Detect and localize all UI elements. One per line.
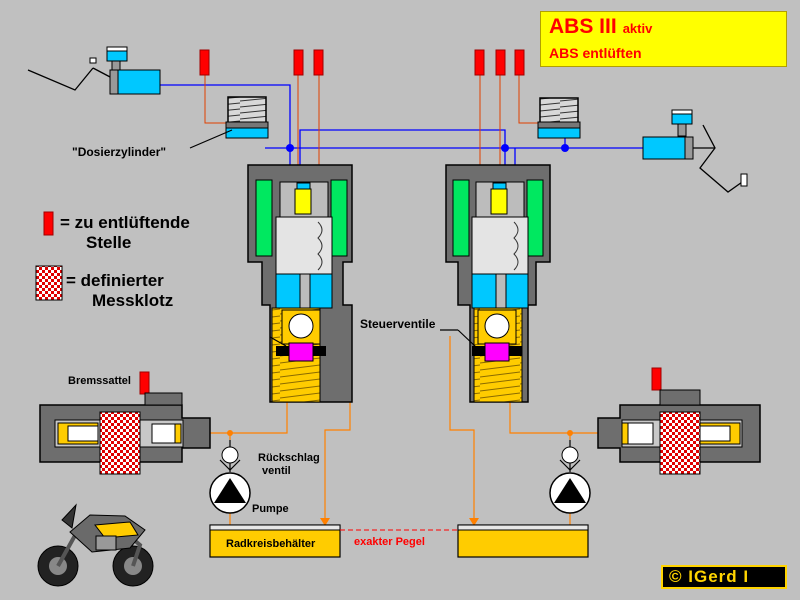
- check-valve-icon: [561, 446, 579, 464]
- title-subtitle: ABS entlüften: [549, 45, 642, 61]
- bleed-point-marker: [293, 49, 304, 76]
- legend-bleed-point-text-1: = zu entlüftende: [60, 213, 190, 232]
- label-pumpe: Pumpe: [252, 503, 289, 515]
- bleed-point-marker: [139, 371, 150, 395]
- bleed-point-marker: [199, 49, 210, 76]
- label-exakter-pegel: exakter Pegel: [354, 536, 425, 548]
- junction-dot: [561, 144, 569, 152]
- label-steuerventile: Steuerventile: [360, 317, 436, 331]
- legend-measure-block-marker: [35, 265, 63, 301]
- junction-dot: [286, 144, 294, 152]
- plunger: [294, 188, 312, 215]
- hand-lever-icon: [27, 67, 94, 91]
- dosing-cylinder-right: [537, 97, 581, 139]
- piston: [275, 216, 333, 275]
- check-valve-icon: [221, 446, 239, 464]
- solenoid-coil-right: [526, 179, 544, 257]
- valve-seat: [484, 342, 510, 362]
- arrow-down-icon: [469, 518, 479, 526]
- label-rueckschlag: Rückschlag: [258, 452, 320, 464]
- junction-dot: [501, 144, 509, 152]
- solenoid-coil-left: [255, 179, 273, 257]
- solenoid-coil-left: [452, 179, 470, 257]
- title-main: ABS III aktiv: [549, 15, 652, 39]
- bleed-point-marker: [514, 49, 525, 76]
- line-junctions: [286, 144, 569, 152]
- solenoid-coil-right: [330, 179, 348, 257]
- bleed-lines: [204, 75, 540, 180]
- left-master-cylinder: [27, 46, 161, 95]
- label-bremssattel: Bremssattel: [68, 375, 131, 387]
- right-brake-caliper: [597, 389, 761, 475]
- title-box: ABS III aktiv ABS entlüften: [540, 11, 787, 67]
- bleed-point-marker: [651, 367, 662, 391]
- bleed-points: [43, 49, 662, 395]
- foot-pedal-icon: [699, 124, 746, 193]
- title-text: ABS III: [549, 15, 617, 38]
- plunger: [490, 188, 508, 215]
- ball-valve: [484, 313, 510, 339]
- label-dosierzylinder: "Dosierzylinder": [72, 145, 166, 159]
- bleed-point-marker: [474, 49, 485, 76]
- pointer-line: [189, 129, 233, 149]
- left-brake-caliper: [39, 392, 211, 475]
- return-lines: [210, 336, 598, 525]
- bleed-point-marker: [495, 49, 506, 76]
- bleed-point-marker: [313, 49, 324, 76]
- wheel-circuit-reservoirs: [209, 524, 589, 558]
- left-abs-modulator: [247, 164, 353, 403]
- left-pump-assembly: [209, 440, 251, 514]
- right-master-cylinder: [642, 109, 748, 193]
- junction-dot: [567, 430, 573, 436]
- motorcycle-icon: [37, 503, 154, 587]
- legend-bleed-point-text-2: Stelle: [86, 233, 131, 252]
- copyright-badge: © IGerd I: [661, 565, 787, 589]
- dosing-cylinder-left: [225, 96, 269, 139]
- junction-dot: [227, 430, 233, 436]
- right-pump-assembly: [549, 440, 591, 514]
- piston: [471, 216, 529, 275]
- legend-measure-block-text-1: = definierter: [66, 271, 164, 290]
- valve-seat: [288, 342, 314, 362]
- legend-bleed-point-marker: [43, 211, 54, 236]
- measurement-block: [659, 411, 701, 475]
- label-radkreisbehaelter: Radkreisbehälter: [226, 538, 316, 550]
- return-line-arrows: [227, 430, 573, 526]
- ball-valve: [288, 313, 314, 339]
- label-ventil: ventil: [262, 465, 291, 477]
- measurement-block: [99, 411, 141, 475]
- arrow-down-icon: [320, 518, 330, 526]
- legend-measure-block-text-2: Messklotz: [92, 291, 173, 310]
- title-suffix: aktiv: [622, 21, 653, 36]
- right-abs-modulator: [440, 164, 551, 403]
